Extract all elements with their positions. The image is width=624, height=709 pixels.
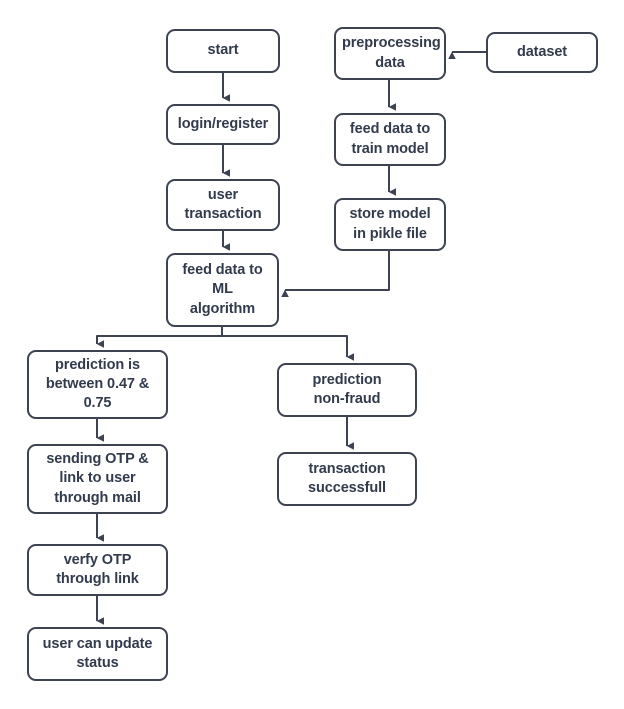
edge-feedml-to-range — [96, 327, 223, 348]
node-label-start: start — [207, 42, 239, 59]
node-start[interactable]: start — [166, 29, 280, 73]
node-dataset[interactable]: dataset — [486, 32, 598, 73]
edge-feedml-to-nonfraud — [221, 327, 354, 361]
edge-store-to-feedml — [281, 251, 390, 297]
node-label-dataset: dataset — [516, 43, 568, 60]
node-login_register[interactable]: login/register — [166, 104, 280, 145]
node-label-login_register: login/register — [177, 115, 269, 132]
